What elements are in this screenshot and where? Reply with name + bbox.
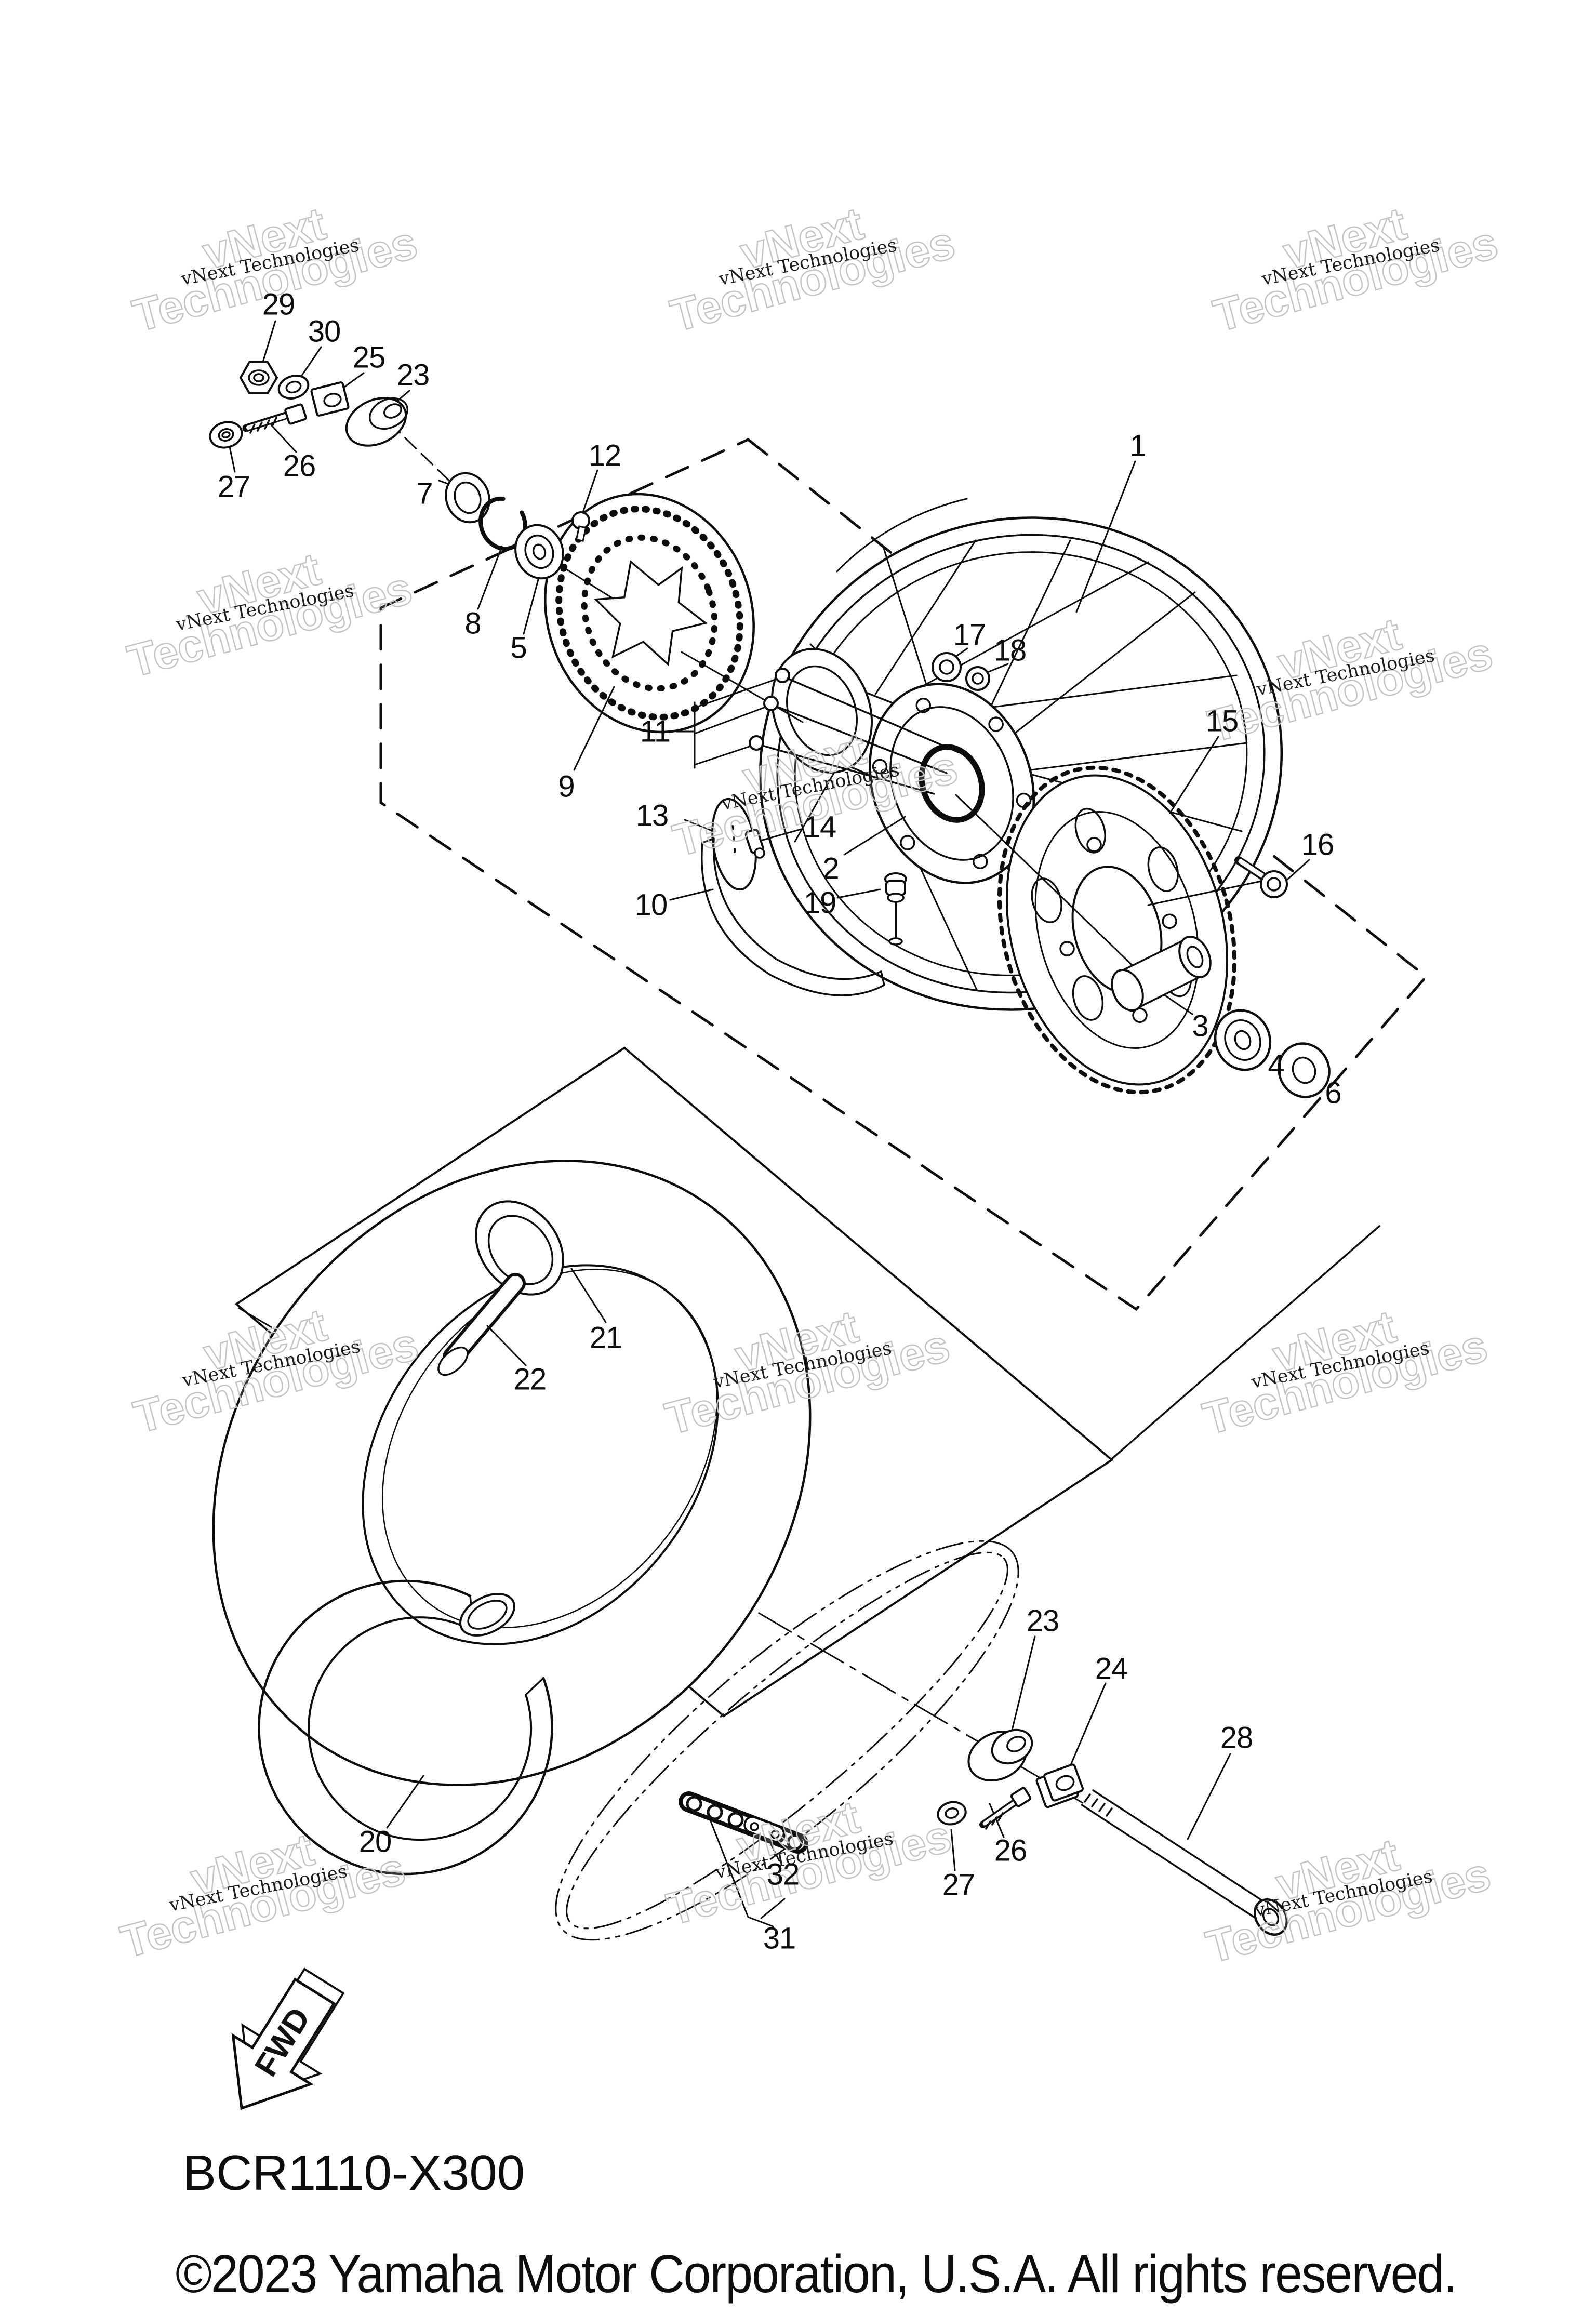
axle-28	[1081, 1789, 1288, 1936]
part-callout-16: 16	[1301, 828, 1335, 862]
spoke-set-11	[749, 668, 960, 795]
nut-27-bottom	[937, 1801, 967, 1826]
part-callout-4: 4	[1268, 1048, 1284, 1083]
axle-adjuster-parts-top	[209, 361, 409, 449]
part-callout-15: 15	[1205, 704, 1239, 738]
part-callout-20: 20	[358, 1825, 392, 1859]
upper-dashed-frame	[379, 438, 1428, 1311]
part-callout-11: 11	[640, 714, 671, 749]
wheel-rim	[759, 498, 1283, 1011]
part-callout-3: 3	[1192, 1009, 1208, 1043]
lower-panel-frame	[234, 1046, 1114, 1718]
part-callout-26: 26	[994, 1833, 1028, 1868]
part-callout-21: 21	[589, 1321, 623, 1355]
part-callout-26: 26	[283, 449, 316, 483]
puller-23-top	[345, 397, 409, 447]
tube-end	[475, 1200, 564, 1296]
part-callout-9: 9	[558, 769, 575, 804]
part-callout-23: 23	[396, 358, 430, 392]
part-callout-27: 27	[942, 1868, 976, 1902]
part-callout-22: 22	[513, 1362, 547, 1397]
diagram-code: BCR1110-X300	[183, 2145, 525, 2201]
part-callout-31: 31	[763, 1921, 796, 1956]
clip-14	[744, 828, 765, 859]
nut-17	[932, 652, 962, 682]
part-callout-8: 8	[464, 606, 481, 641]
part-callout-7: 7	[416, 476, 433, 511]
bolt-26-top	[242, 403, 307, 434]
part-callout-5: 5	[510, 631, 527, 665]
washer-18	[965, 666, 990, 691]
part-callout-25: 25	[352, 340, 386, 375]
part-callout-29: 29	[262, 287, 296, 322]
puller-23-bottom	[967, 1728, 1033, 1782]
square-nut-24	[1035, 1763, 1084, 1808]
square-nut-25	[310, 381, 350, 417]
bolt-26-bottom	[979, 1787, 1032, 1830]
valve-stem	[437, 1273, 526, 1376]
part-callout-2: 2	[822, 852, 839, 886]
bearing-stack	[445, 472, 590, 580]
part-callout-27: 27	[217, 470, 251, 504]
washer-30	[277, 375, 310, 400]
valve-19	[884, 872, 907, 946]
bearing-5	[514, 524, 564, 580]
part-callout-24: 24	[1095, 1652, 1128, 1686]
master-link-32	[743, 1816, 785, 1843]
part-callout-1: 1	[1129, 429, 1146, 463]
part-callout-23: 23	[1026, 1604, 1060, 1638]
part-callout-13: 13	[635, 799, 669, 833]
nut-29	[239, 361, 278, 394]
collar-3	[1111, 935, 1212, 1012]
copyright-text: ©2023 Yamaha Motor Corporation, U.S.A. A…	[176, 2244, 1457, 2304]
circlip-8	[478, 496, 527, 551]
part-callout-30: 30	[308, 314, 341, 349]
part-callout-18: 18	[993, 633, 1027, 668]
chain-links	[679, 1791, 808, 1854]
part-callout-32: 32	[766, 1857, 800, 1892]
part-callout-17: 17	[953, 618, 987, 652]
brake-disc	[544, 493, 755, 734]
sprocket	[997, 765, 1237, 1095]
part-callout-6: 6	[1325, 1076, 1341, 1110]
bearing-4	[1214, 1009, 1272, 1071]
seal-6	[1278, 1042, 1331, 1098]
tire	[212, 1160, 812, 1786]
nut-27-top	[209, 421, 243, 449]
screw-12	[571, 511, 590, 542]
part-callout-14: 14	[803, 810, 837, 844]
part-callout-12: 12	[588, 438, 622, 473]
fwd-arrow: FWD	[231, 1967, 345, 2110]
oil-seal-7	[445, 472, 490, 524]
wheel-hub	[771, 648, 1035, 884]
part-callout-19: 19	[803, 886, 837, 920]
bolt-16	[1234, 856, 1288, 898]
part-callout-28: 28	[1220, 1721, 1254, 1755]
construction-line	[1111, 1225, 1380, 1460]
drive-chain-loop	[555, 1540, 1019, 1941]
part-callout-10: 10	[634, 888, 668, 922]
rim-band-20	[258, 1579, 553, 1876]
band-10	[701, 837, 885, 996]
